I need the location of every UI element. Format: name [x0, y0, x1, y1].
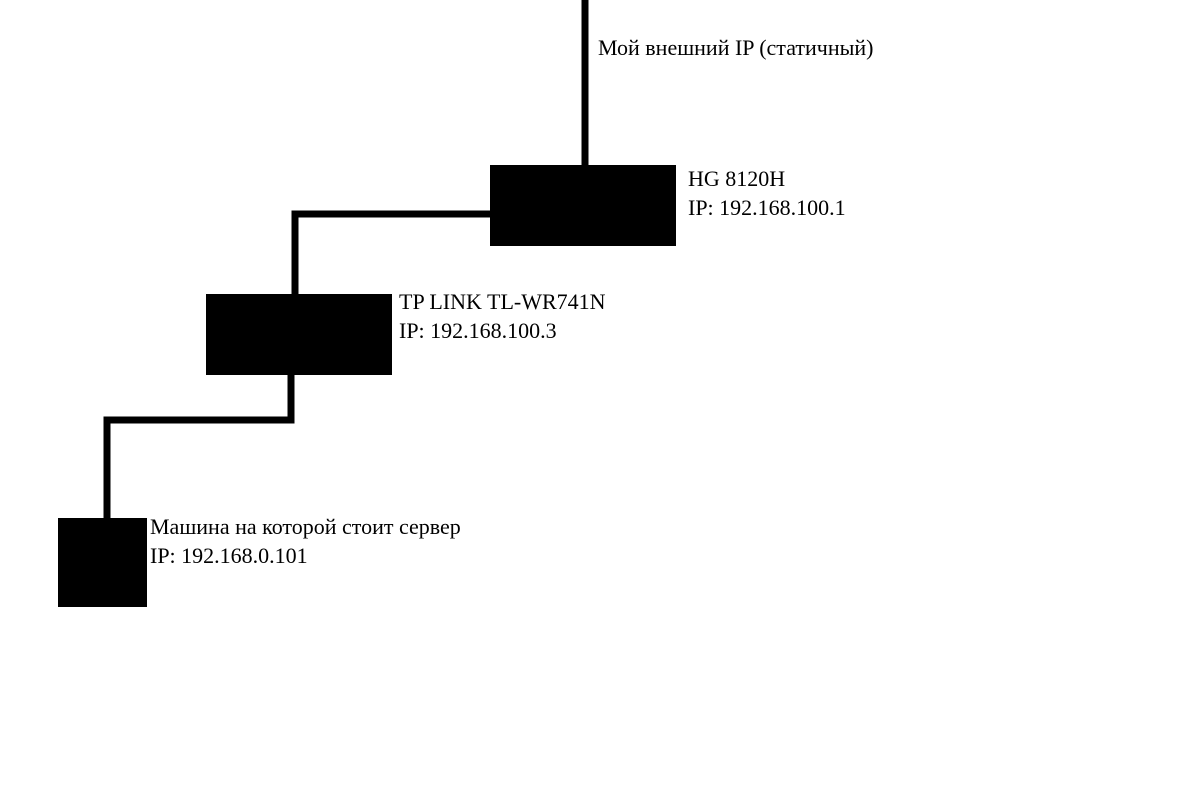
router-hg8120h-name: HG 8120H	[688, 166, 786, 191]
server-machine-name: Машина на которой стоит сервер	[150, 514, 461, 539]
server-machine-ip: IP: 192.168.0.101	[150, 543, 308, 568]
server-machine-box	[58, 518, 147, 607]
hg-to-tplink-connection	[291, 210, 496, 300]
external-ip-label: Мой внешний IP (статичный)	[598, 33, 874, 62]
external-ip-text: Мой внешний IP (статичный)	[598, 35, 874, 60]
router-tplink-box	[206, 294, 392, 375]
router-tplink-label: TP LINK TL-WR741N IP: 192.168.100.3	[399, 287, 606, 345]
router-hg8120h-label: HG 8120H IP: 192.168.100.1	[688, 164, 846, 222]
router-tplink-name: TP LINK TL-WR741N	[399, 289, 606, 314]
router-hg8120h-ip: IP: 192.168.100.1	[688, 195, 846, 220]
router-hg8120h-box	[490, 165, 676, 246]
server-machine-label: Машина на которой стоит сервер IP: 192.1…	[150, 512, 461, 570]
router-tplink-ip: IP: 192.168.100.3	[399, 318, 557, 343]
tplink-to-server-connection	[103, 370, 295, 524]
